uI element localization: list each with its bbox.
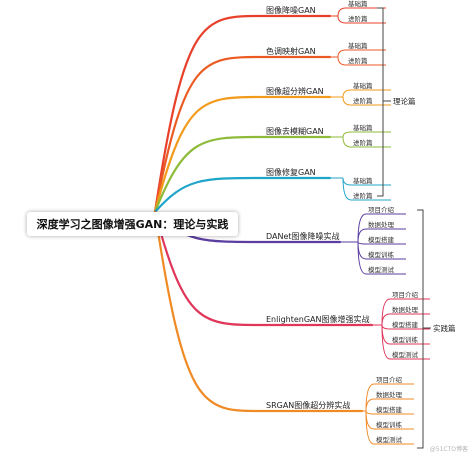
leaf-line-2-1 (337, 49, 386, 58)
leaf-label-1-1[interactable]: 基础篇 (348, 0, 368, 8)
leaf-label-7-5[interactable]: 模型测试 (392, 350, 419, 359)
leaf-label-6-3[interactable]: 模型搭建 (368, 235, 395, 244)
leaf-label-8-3[interactable]: 模型搭建 (376, 405, 403, 414)
branch-line-5 (153, 176, 332, 214)
leaf-label-8-1[interactable]: 项目介绍 (376, 375, 403, 384)
leaf-label-7-2[interactable]: 数据处理 (392, 305, 419, 314)
branch-line-4 (153, 135, 332, 214)
root-topic[interactable]: 深度学习之图像增强GAN：理论与实践 (27, 212, 238, 236)
leaf-label-4-2[interactable]: 进阶篇 (353, 138, 373, 147)
root-topic-label: 深度学习之图像增强GAN：理论与实践 (36, 218, 229, 231)
leaf-label-6-5[interactable]: 模型测试 (368, 265, 395, 274)
leaf-line-1-2 (337, 15, 386, 24)
leaf-line-4-2 (342, 136, 391, 148)
branch-line-1 (153, 14, 332, 214)
leaf-line-1-1 (337, 7, 386, 17)
leaf-label-4-1[interactable]: 基础篇 (353, 123, 373, 132)
topic-label-6[interactable]: DANet图像降噪实战 (266, 231, 340, 241)
topic-label-8[interactable]: SRGAN图像超分辨实战 (266, 400, 350, 410)
leaf-line-4-1 (342, 131, 391, 138)
leaf-line-6-5 (357, 241, 406, 275)
leaf-label-8-5[interactable]: 模型测试 (376, 435, 403, 444)
leaf-label-2-2[interactable]: 进阶篇 (348, 56, 368, 65)
leaf-label-6-2[interactable]: 数据处理 (368, 220, 395, 229)
group-practice-bracket (417, 209, 431, 449)
leaf-label-6-1[interactable]: 项目介绍 (368, 205, 395, 214)
leaf-label-7-4[interactable]: 模型训练 (392, 335, 419, 344)
branch-line-2 (153, 55, 332, 214)
leaf-line-5-2 (342, 177, 391, 201)
branch-line-8 (153, 210, 364, 413)
leaf-label-8-4[interactable]: 模型训练 (376, 420, 403, 429)
topic-label-2[interactable]: 色调映射GAN (266, 46, 316, 56)
group-theory-label[interactable]: 理论篇 (393, 96, 416, 106)
watermark: @51CTO博客 (429, 446, 468, 453)
leaf-label-3-2[interactable]: 进阶篇 (353, 96, 373, 105)
leaf-line-8-2 (365, 398, 414, 412)
topic-label-5[interactable]: 图像修复GAN (266, 167, 316, 177)
leaf-line-3-2 (342, 96, 391, 106)
topic-label-1[interactable]: 图像降噪GAN (266, 5, 316, 15)
topic-label-7[interactable]: EnlightenGAN图像增强实战 (266, 314, 370, 324)
group-practice-label[interactable]: 实践篇 (433, 323, 456, 333)
leaf-line-2-2 (337, 56, 386, 66)
leaf-label-1-2[interactable]: 进阶篇 (348, 14, 368, 23)
leaf-line-7-5 (381, 324, 430, 360)
leaf-line-3-1 (342, 89, 391, 98)
leaf-label-8-2[interactable]: 数据处理 (376, 390, 403, 399)
topic-label-4[interactable]: 图像去模糊GAN (266, 126, 324, 136)
branch-line-7 (153, 210, 374, 327)
leaf-label-5-1[interactable]: 基础篇 (353, 176, 373, 185)
leaf-line-8-5 (365, 410, 414, 445)
leaf-label-6-4[interactable]: 模型训练 (368, 250, 395, 259)
topic-label-3[interactable]: 图像超分辨GAN (266, 86, 324, 96)
leaf-label-5-2[interactable]: 进阶篇 (353, 191, 373, 200)
leaf-label-3-1[interactable]: 基础篇 (353, 81, 373, 90)
leaf-line-6-2 (357, 228, 406, 243)
leaf-label-2-1[interactable]: 基础篇 (348, 41, 368, 50)
leaf-label-7-3[interactable]: 模型搭建 (392, 320, 419, 329)
branch-line-3 (153, 95, 332, 214)
group-theory-bracket (377, 7, 391, 197)
leaf-line-7-2 (381, 313, 430, 326)
leaf-label-7-1[interactable]: 项目介绍 (392, 290, 419, 299)
